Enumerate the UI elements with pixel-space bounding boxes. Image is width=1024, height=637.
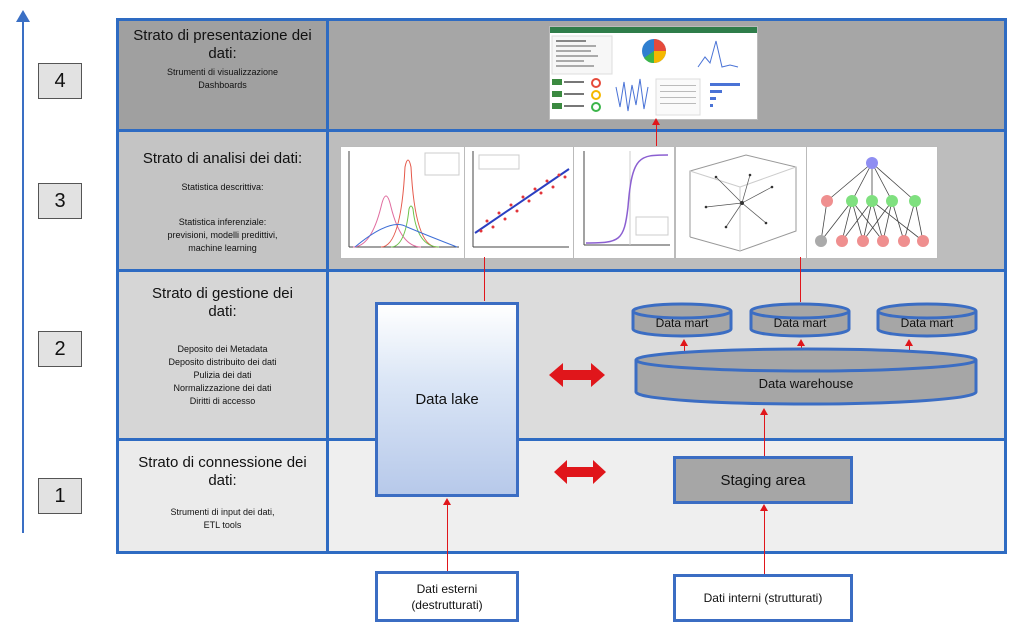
- logistic-curve-chart: [573, 146, 675, 259]
- data-mart-cylinder: [749, 302, 851, 338]
- presentation-item: Dashboards: [198, 80, 247, 90]
- external-data-source: Dati esterni (destrutturati): [375, 571, 519, 622]
- data-mart-label: Data mart: [773, 316, 827, 330]
- connector-line: [909, 344, 910, 352]
- presentation-layer-label: Strato di presentazione dei dati: Strume…: [119, 27, 326, 92]
- bidirectional-arrow-icon: [549, 363, 605, 387]
- arrow-head-icon: [652, 118, 660, 125]
- connector-line: [447, 504, 448, 571]
- arrow-head-icon: [905, 339, 913, 346]
- layers-frame: [116, 18, 1007, 554]
- data-warehouse-label: Data warehouse: [758, 376, 854, 391]
- data-lake-label: Data lake: [415, 391, 479, 408]
- staging-area-label: Staging area: [720, 471, 806, 489]
- connection-layer-label: Strato di connessione dei dati: Strument…: [119, 454, 326, 532]
- arrow-head-icon: [760, 408, 768, 415]
- arrow-head-icon: [797, 339, 805, 346]
- connection-label-cell: [119, 441, 326, 551]
- external-data-label: Dati esterni: [416, 581, 478, 596]
- connector-line: [764, 510, 765, 576]
- management-item: Diritti di accesso: [189, 396, 256, 406]
- management-item: Deposito dei Metadata: [177, 344, 268, 354]
- connection-layer-title: Strato di connessione dei dati:: [138, 454, 307, 489]
- analysis-item: Statistica inferenziale:: [178, 217, 267, 227]
- neural-network-diagram: [806, 146, 938, 259]
- regression-scatter-image: [472, 151, 570, 248]
- management-label-cell: [119, 272, 326, 438]
- level-1-box: 1: [38, 478, 82, 514]
- divider-line: [116, 438, 1007, 441]
- analysis-layer-label: Strato di analisi dei dati: Statistica d…: [119, 150, 326, 255]
- management-layer-label: Strato di gestione dei dati: Deposito de…: [119, 285, 326, 408]
- dashboard-screenshot: [549, 26, 758, 120]
- arrow-head-icon: [680, 339, 688, 346]
- linear-regression-chart: [464, 146, 574, 259]
- presentation-layer-title: Strato di presentazione dei dati:: [133, 27, 312, 62]
- normal-distribution-chart: [340, 146, 465, 259]
- management-item: Normalizzazione dei dati: [173, 383, 272, 393]
- 3d-scatter-chart: [675, 146, 807, 259]
- bidirectional-arrow-icon: [554, 460, 606, 484]
- analysis-layer-title: Strato di analisi dei dati:: [142, 150, 303, 167]
- data-mart-cylinder: [631, 302, 733, 338]
- level-4-box: 4: [38, 63, 82, 99]
- data-mart-label: Data mart: [900, 316, 954, 330]
- connection-item: Strumenti di input dei dati,: [170, 507, 275, 517]
- analysis-item: machine learning: [188, 243, 257, 253]
- divider-line: [116, 129, 1007, 132]
- management-layer-title: Strato di gestione dei dati:: [152, 285, 293, 320]
- management-item: Deposito distribuito dei dati: [168, 357, 277, 367]
- divider-line: [116, 269, 1007, 272]
- gaussian-curves-image: [348, 151, 460, 248]
- 3d-plot-image: [689, 154, 797, 252]
- dashboard-image: [550, 27, 757, 116]
- connector-line: [800, 257, 801, 302]
- column-divider: [326, 18, 329, 554]
- presentation-item: Strumenti di visualizzazione: [166, 67, 279, 77]
- internal-data-source: Dati interni (strutturati): [673, 574, 853, 622]
- external-data-sublabel: (destrutturati): [411, 597, 483, 612]
- arrow-head-icon: [760, 504, 768, 511]
- connector-line: [656, 124, 657, 146]
- presentation-label-cell: [119, 21, 326, 129]
- connector-line: [684, 344, 685, 352]
- data-warehouse-cylinder: [634, 347, 978, 406]
- connection-item: ETL tools: [203, 520, 242, 530]
- sigmoid-image: [583, 151, 670, 246]
- management-item: Pulizia dei dati: [193, 370, 252, 380]
- connector-line: [484, 257, 485, 301]
- internal-data-label: Dati interni (strutturati): [703, 591, 823, 605]
- analysis-item: Statistica descrittiva:: [181, 182, 264, 192]
- staging-area-box: Staging area: [673, 456, 853, 504]
- analysis-label-cell: [119, 132, 326, 269]
- analysis-item: previsioni, modelli predittivi,: [167, 230, 278, 240]
- level-axis-arrow: [22, 18, 24, 533]
- up-arrow-head-icon: [16, 10, 30, 22]
- arrow-head-icon: [443, 498, 451, 505]
- data-mart-label: Data mart: [655, 316, 709, 330]
- connector-line: [764, 414, 765, 456]
- level-3-box: 3: [38, 183, 82, 219]
- level-2-box: 2: [38, 331, 82, 367]
- data-lake-box: Data lake: [375, 302, 519, 497]
- neural-network-image: [815, 157, 929, 247]
- data-mart-cylinder: [876, 302, 978, 338]
